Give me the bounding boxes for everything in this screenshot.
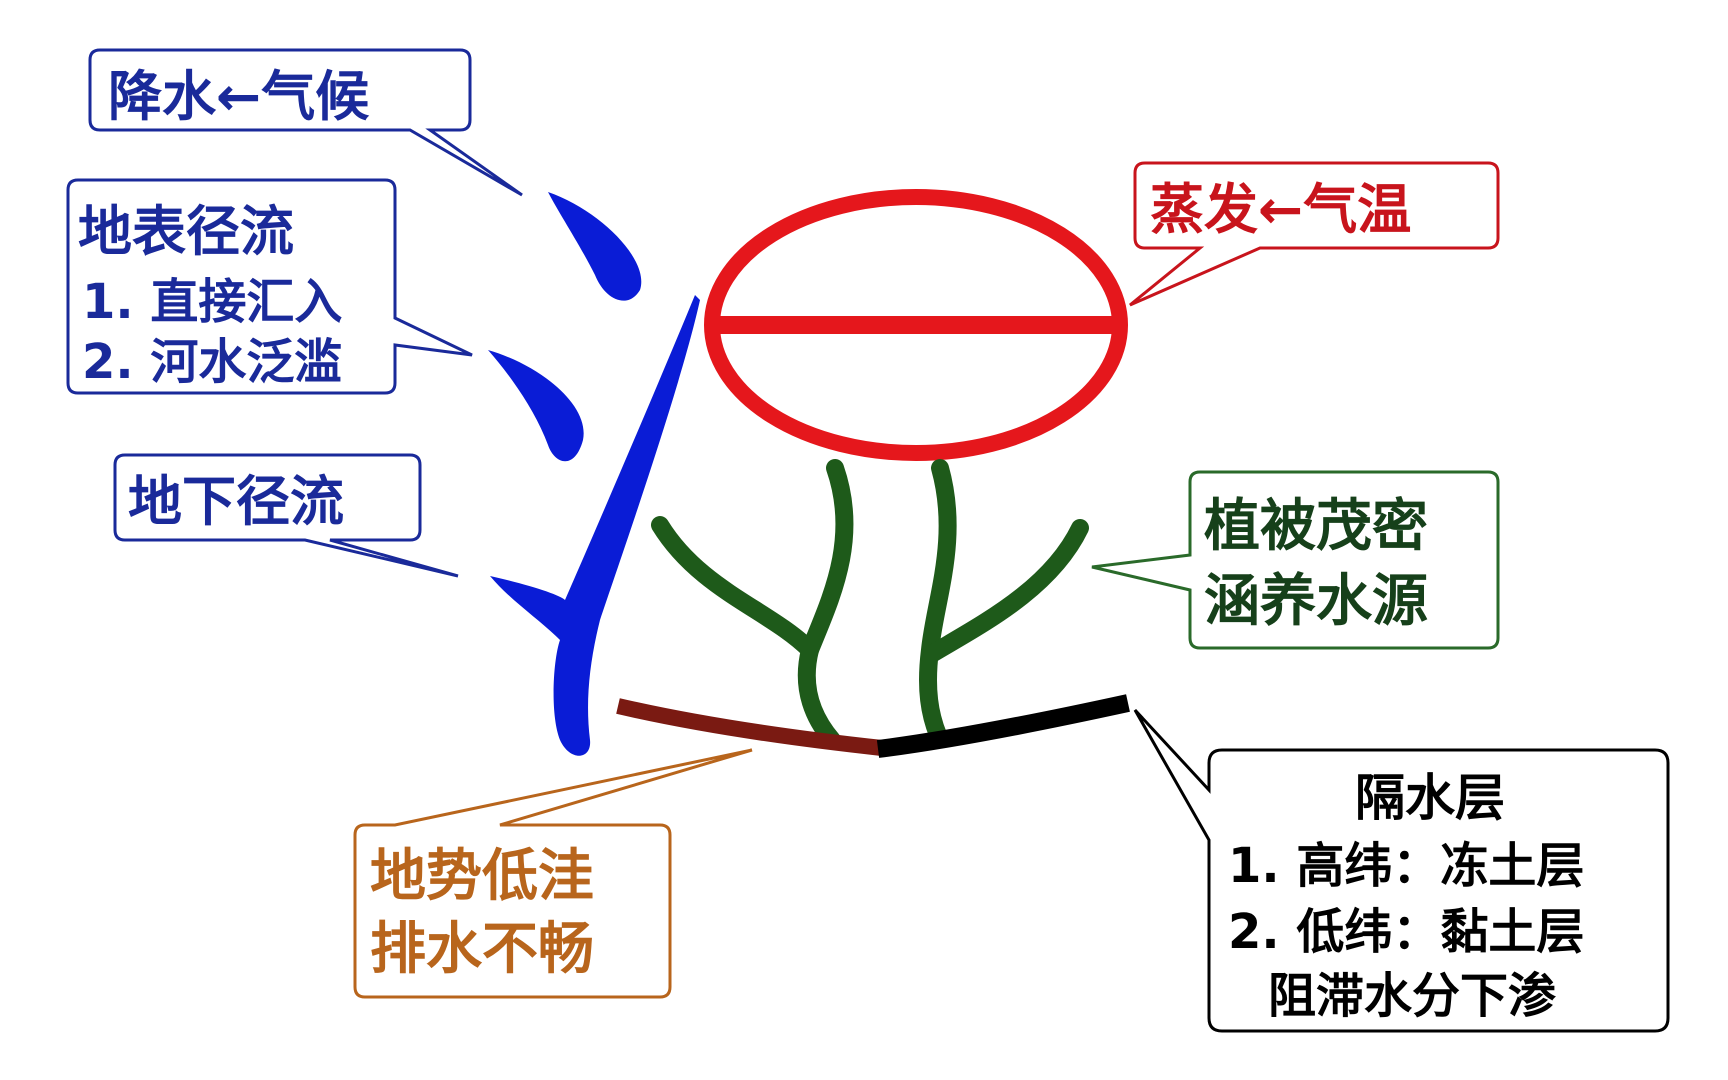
aquiclude-title: 隔水层: [1355, 769, 1505, 827]
terrain-line1: 地势低洼: [370, 844, 594, 909]
callout-precipitation: 降水←气候: [88, 48, 523, 197]
surface-runoff-item1: 1. 直接汇入: [82, 274, 342, 330]
vegetation-line2: 涵养水源: [1204, 569, 1428, 634]
aquiclude-item3: 阻滞水分下渗: [1268, 968, 1556, 1024]
vegetation-stroke-left-stem: [797, 459, 854, 749]
groundwater-runoff-text: 地下径流: [128, 470, 344, 533]
vegetation-line1: 植被茂密: [1204, 494, 1428, 559]
ground-line-low: [616, 698, 883, 756]
vegetation-stroke-right-stem: [919, 459, 957, 744]
callout-aquiclude: 隔水层 1. 高纬：冻土层 2. 低纬：黏土层 阻滞水分下渗: [1133, 708, 1670, 1033]
callout-groundwater-runoff: 地下径流: [113, 453, 459, 578]
surface-runoff-title: 地表径流: [78, 200, 294, 263]
surface-runoff-item2: 2. 河水泛滥: [82, 334, 342, 390]
callout-terrain: 地势低洼 排水不畅: [353, 748, 753, 999]
evaporation-text: 蒸发←气温: [1150, 178, 1411, 241]
vegetation-stroke-left-branch: [651, 516, 819, 659]
aquiclude-item1: 1. 高纬：冻土层: [1228, 838, 1584, 894]
callout-evaporation: 蒸发←气温: [1129, 161, 1500, 307]
vegetation-stroke-right-branch: [921, 519, 1089, 664]
water-drop-middle: [488, 350, 584, 462]
callout-precipitation-text: 降水←气候: [108, 65, 370, 128]
water-drop-top: [548, 192, 642, 301]
aquiclude-item2: 2. 低纬：黏土层: [1228, 904, 1584, 960]
callout-surface-runoff: 地表径流 1. 直接汇入 2. 河水泛滥: [66, 178, 473, 395]
water-stroke-rising: [490, 295, 700, 756]
terrain-line2: 排水不畅: [370, 917, 594, 982]
callout-vegetation: 植被茂密 涵养水源: [1091, 470, 1500, 650]
ground-line-aquiclude: [876, 694, 1130, 758]
